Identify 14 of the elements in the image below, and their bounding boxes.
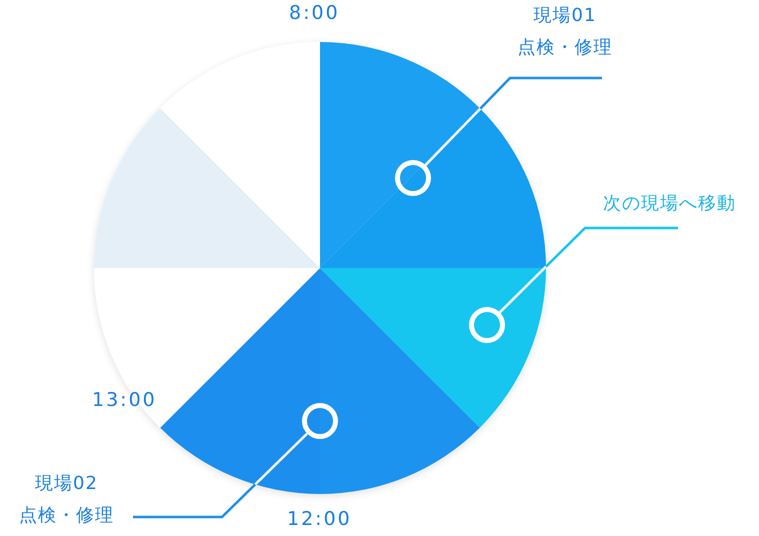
leader-line (133, 432, 308, 518)
callout-text: 点検・修理 (518, 36, 612, 60)
ring-marker (469, 307, 505, 343)
leader-line (498, 226, 678, 314)
ring-marker (395, 160, 431, 196)
callout-text: 次の現場へ移動 (603, 192, 736, 216)
ring-marker (302, 403, 338, 439)
time-label: 12:00 (287, 508, 352, 530)
callout-text: 現場02 (35, 472, 98, 496)
time-label: 8:00 (289, 2, 340, 24)
callout-text: 現場01 (534, 4, 596, 28)
callout-text: 点検・修理 (19, 504, 114, 528)
time-label: 13:00 (92, 389, 157, 411)
leader-line (424, 76, 602, 166)
